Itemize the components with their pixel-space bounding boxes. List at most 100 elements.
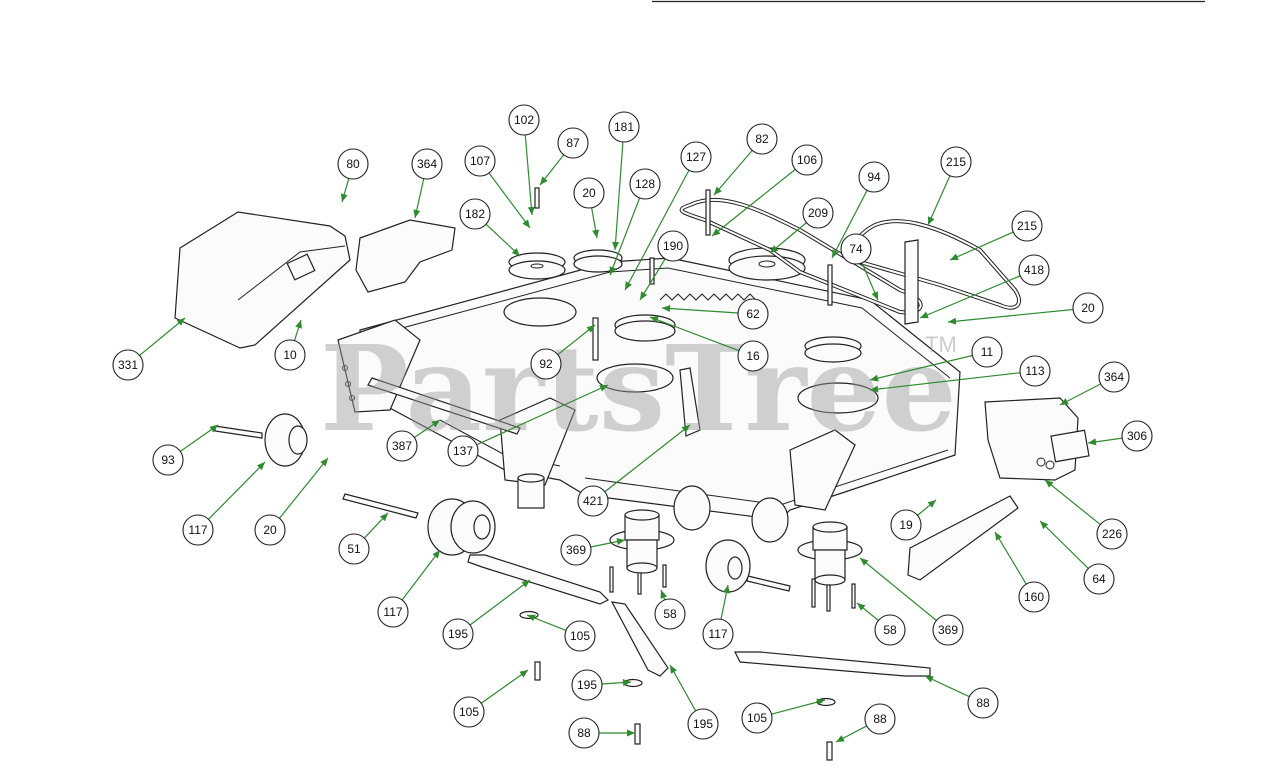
callout-16[interactable]: 16 xyxy=(737,340,769,372)
callout-226[interactable]: 226 xyxy=(1096,518,1128,550)
callout-bubble[interactable] xyxy=(687,708,719,740)
callout-369[interactable]: 369 xyxy=(560,534,592,566)
callout-bubble[interactable] xyxy=(337,148,369,180)
callout-bubble[interactable] xyxy=(530,348,562,380)
callout-93[interactable]: 93 xyxy=(152,444,184,476)
callout-bubble[interactable] xyxy=(840,233,872,265)
callout-bubble[interactable] xyxy=(864,703,896,735)
callout-bubble[interactable] xyxy=(890,509,922,541)
callout-74[interactable]: 74 xyxy=(840,233,872,265)
callout-bubble[interactable] xyxy=(629,168,661,200)
callout-88[interactable]: 88 xyxy=(864,703,896,735)
callout-bubble[interactable] xyxy=(1121,420,1153,452)
callout-bubble[interactable] xyxy=(564,620,596,652)
callout-bubble[interactable] xyxy=(932,614,964,646)
callout-195[interactable]: 195 xyxy=(687,708,719,740)
callout-364[interactable]: 364 xyxy=(411,148,443,180)
callout-58[interactable]: 58 xyxy=(874,614,906,646)
callout-bubble[interactable] xyxy=(657,230,689,262)
callout-215[interactable]: 215 xyxy=(940,146,972,178)
callout-117[interactable]: 117 xyxy=(182,514,214,546)
callout-bubble[interactable] xyxy=(577,485,609,517)
callout-bubble[interactable] xyxy=(459,198,491,230)
callout-bubble[interactable] xyxy=(338,533,370,565)
callout-160[interactable]: 160 xyxy=(1018,581,1050,613)
callout-94[interactable]: 94 xyxy=(858,161,890,193)
callout-bubble[interactable] xyxy=(573,177,605,209)
callout-190[interactable]: 190 xyxy=(657,230,689,262)
callout-bubble[interactable] xyxy=(702,618,734,650)
callout-bubble[interactable] xyxy=(940,146,972,178)
callout-182[interactable]: 182 xyxy=(459,198,491,230)
callout-bubble[interactable] xyxy=(557,127,589,159)
callout-bubble[interactable] xyxy=(442,618,474,650)
callout-331[interactable]: 331 xyxy=(112,349,144,381)
callout-20[interactable]: 20 xyxy=(1072,292,1104,324)
callout-80[interactable]: 80 xyxy=(337,148,369,180)
callout-88[interactable]: 88 xyxy=(967,687,999,719)
callout-bubble[interactable] xyxy=(274,339,306,371)
callout-bubble[interactable] xyxy=(568,717,600,749)
callout-bubble[interactable] xyxy=(411,148,443,180)
callout-82[interactable]: 82 xyxy=(746,123,778,155)
callout-105[interactable]: 105 xyxy=(564,620,596,652)
callout-117[interactable]: 117 xyxy=(377,596,409,628)
callout-306[interactable]: 306 xyxy=(1121,420,1153,452)
callout-107[interactable]: 107 xyxy=(464,145,496,177)
callout-bubble[interactable] xyxy=(386,430,418,462)
callout-137[interactable]: 137 xyxy=(447,435,479,467)
callout-bubble[interactable] xyxy=(1083,563,1115,595)
callout-bubble[interactable] xyxy=(791,144,823,176)
callout-11[interactable]: 11 xyxy=(971,336,1003,368)
callout-bubble[interactable] xyxy=(802,197,834,229)
callout-bubble[interactable] xyxy=(560,534,592,566)
callout-195[interactable]: 195 xyxy=(571,669,603,701)
callout-bubble[interactable] xyxy=(1018,581,1050,613)
callout-181[interactable]: 181 xyxy=(608,111,640,143)
callout-113[interactable]: 113 xyxy=(1019,355,1051,387)
callout-117[interactable]: 117 xyxy=(702,618,734,650)
callout-20[interactable]: 20 xyxy=(573,177,605,209)
callout-bubble[interactable] xyxy=(254,514,286,546)
callout-bubble[interactable] xyxy=(1019,355,1051,387)
callout-58[interactable]: 58 xyxy=(654,598,686,630)
callout-bubble[interactable] xyxy=(112,349,144,381)
callout-102[interactable]: 102 xyxy=(508,104,540,136)
callout-128[interactable]: 128 xyxy=(629,168,661,200)
callout-bubble[interactable] xyxy=(1096,518,1128,550)
callout-bubble[interactable] xyxy=(741,702,773,734)
callout-bubble[interactable] xyxy=(737,340,769,372)
callout-92[interactable]: 92 xyxy=(530,348,562,380)
callout-209[interactable]: 209 xyxy=(802,197,834,229)
callout-bubble[interactable] xyxy=(858,161,890,193)
callout-195[interactable]: 195 xyxy=(442,618,474,650)
callout-bubble[interactable] xyxy=(654,598,686,630)
callout-387[interactable]: 387 xyxy=(386,430,418,462)
callout-bubble[interactable] xyxy=(1072,292,1104,324)
callout-bubble[interactable] xyxy=(447,435,479,467)
callout-10[interactable]: 10 xyxy=(274,339,306,371)
callout-bubble[interactable] xyxy=(608,111,640,143)
callout-bubble[interactable] xyxy=(1011,210,1043,242)
callout-bubble[interactable] xyxy=(453,696,485,728)
callout-418[interactable]: 418 xyxy=(1018,254,1050,286)
callout-bubble[interactable] xyxy=(1098,361,1130,393)
callout-bubble[interactable] xyxy=(182,514,214,546)
callout-105[interactable]: 105 xyxy=(453,696,485,728)
callout-105[interactable]: 105 xyxy=(741,702,773,734)
callout-364[interactable]: 364 xyxy=(1098,361,1130,393)
callout-20[interactable]: 20 xyxy=(254,514,286,546)
callout-bubble[interactable] xyxy=(508,104,540,136)
callout-bubble[interactable] xyxy=(680,141,712,173)
callout-106[interactable]: 106 xyxy=(791,144,823,176)
callout-bubble[interactable] xyxy=(967,687,999,719)
callout-bubble[interactable] xyxy=(152,444,184,476)
callout-51[interactable]: 51 xyxy=(338,533,370,565)
callout-88[interactable]: 88 xyxy=(568,717,600,749)
callout-62[interactable]: 62 xyxy=(737,298,769,330)
callout-64[interactable]: 64 xyxy=(1083,563,1115,595)
callout-bubble[interactable] xyxy=(464,145,496,177)
callout-bubble[interactable] xyxy=(377,596,409,628)
callout-215[interactable]: 215 xyxy=(1011,210,1043,242)
callout-bubble[interactable] xyxy=(874,614,906,646)
